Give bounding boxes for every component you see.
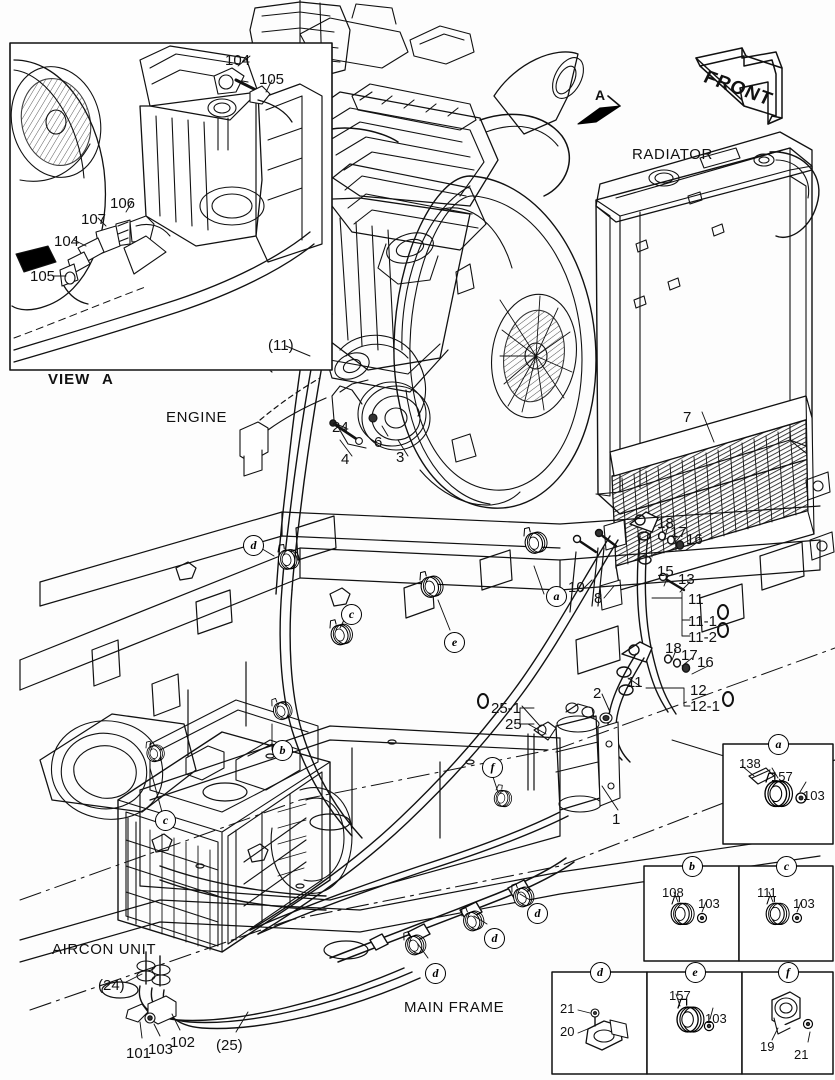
circle-marker-b-m-b-1: b — [272, 740, 293, 761]
callout-c-18-b: 18 — [665, 640, 682, 657]
callout-va-105: 105 — [30, 268, 56, 285]
detail-a-part-103: 103 — [803, 788, 825, 803]
circle-marker-e-m-e-1: e — [444, 632, 465, 653]
callout-c-11-1: 11-1 — [688, 613, 717, 630]
detail-e-part-103: 103 — [705, 1011, 727, 1026]
callout-c-11-grp: 11 — [688, 591, 704, 608]
detail-c-part-103: 103 — [793, 896, 815, 911]
callout-va-104: 104 — [54, 233, 80, 250]
callout-c-8: 8 — [594, 590, 603, 607]
callout-c-17-a: 17 — [670, 524, 687, 541]
callout-c-16-b: 16 — [697, 654, 714, 671]
callout-c-2: 2 — [593, 685, 602, 702]
detail-f-part-19: 19 — [760, 1039, 775, 1054]
callout-c-3: 3 — [396, 449, 405, 466]
callout-c-6: 6 — [374, 434, 383, 451]
main-frame-label: MAIN FRAME — [404, 999, 505, 1016]
detail-e-part-157: 157 — [669, 988, 691, 1003]
circle-marker-d-m-d-2: d — [425, 963, 446, 984]
callout-c-11-low: 11 — [627, 674, 643, 691]
detail-a-part-157: 157 — [771, 769, 793, 784]
callout-c-24-paren: (24) — [98, 977, 125, 994]
callout-c-7: 7 — [683, 409, 692, 426]
circle-marker-c-m-c-2: c — [155, 810, 176, 831]
callout-va-105-top: 105 — [259, 71, 285, 88]
detail-box-marker-b: b — [681, 856, 703, 877]
callout-c-16-a: 16 — [686, 531, 703, 548]
detail-box-marker-c: c — [776, 856, 797, 877]
callout-c-102: 102 — [170, 1034, 196, 1051]
callout-c-15: 15 — [657, 563, 674, 580]
circle-marker-a-m-a-1: a — [546, 586, 567, 607]
detail-box-marker-a: a — [768, 734, 789, 755]
section-arrow-label: A — [595, 87, 606, 103]
callout-va-104-top: 104 — [225, 52, 251, 69]
circle-marker-d-m-d-3: d — [484, 928, 505, 949]
callout-c-17-b: 17 — [681, 647, 698, 664]
callout-c-4: 4 — [341, 451, 350, 468]
circle-marker-d-m-d-1: d — [243, 535, 264, 556]
callout-va-106: 106 — [110, 195, 136, 212]
radiator-label: RADIATOR — [632, 146, 713, 163]
callout-c-13: 13 — [678, 571, 695, 588]
callout-c-12: 12 — [690, 682, 707, 699]
aircon-unit-label: AIRCON UNIT — [52, 941, 157, 958]
view-a-caption-letter: A — [102, 371, 114, 388]
detail-a-part-138: 138 — [739, 756, 761, 771]
callout-va-107: 107 — [81, 211, 107, 228]
circle-marker-d-m-d-4: d — [527, 903, 548, 924]
callout-c-1: 1 — [612, 811, 621, 828]
detail-box-marker-e: e — [684, 962, 706, 983]
callout-c-25-1: 25-1 — [491, 700, 522, 717]
engine-label: ENGINE — [166, 409, 228, 426]
circle-marker-c-m-c-1: c — [341, 604, 362, 625]
detail-f-part-21: 21 — [794, 1047, 809, 1062]
detail-box-marker-f: f — [777, 962, 799, 983]
circle-marker-f-m-f-1: f — [482, 757, 503, 778]
callout-c-10: 10 — [568, 579, 585, 596]
callout-c-24: 24 — [332, 419, 349, 436]
detail-b-part-103: 103 — [698, 896, 720, 911]
detail-d-part-20: 20 — [560, 1024, 575, 1039]
callout-c-11-paren: (11) — [268, 337, 294, 354]
detail-c-part-111: 111 — [757, 885, 777, 900]
callout-c-25: 25 — [505, 716, 522, 733]
view-a-caption: VIEW — [48, 371, 91, 388]
detail-box-marker-d: d — [589, 962, 611, 983]
callout-c-11-2: 11-2 — [688, 629, 717, 646]
callout-c-101: 101 — [126, 1045, 152, 1062]
detail-d-part-21: 21 — [560, 1001, 575, 1016]
callout-c-25-paren: (25) — [216, 1037, 243, 1054]
callout-c-18-a: 18 — [657, 515, 674, 532]
callout-c-12-1: 12-1 — [690, 698, 721, 715]
callout-c-103-bl: 103 — [148, 1041, 174, 1058]
detail-b-part-108: 108 — [662, 885, 684, 900]
